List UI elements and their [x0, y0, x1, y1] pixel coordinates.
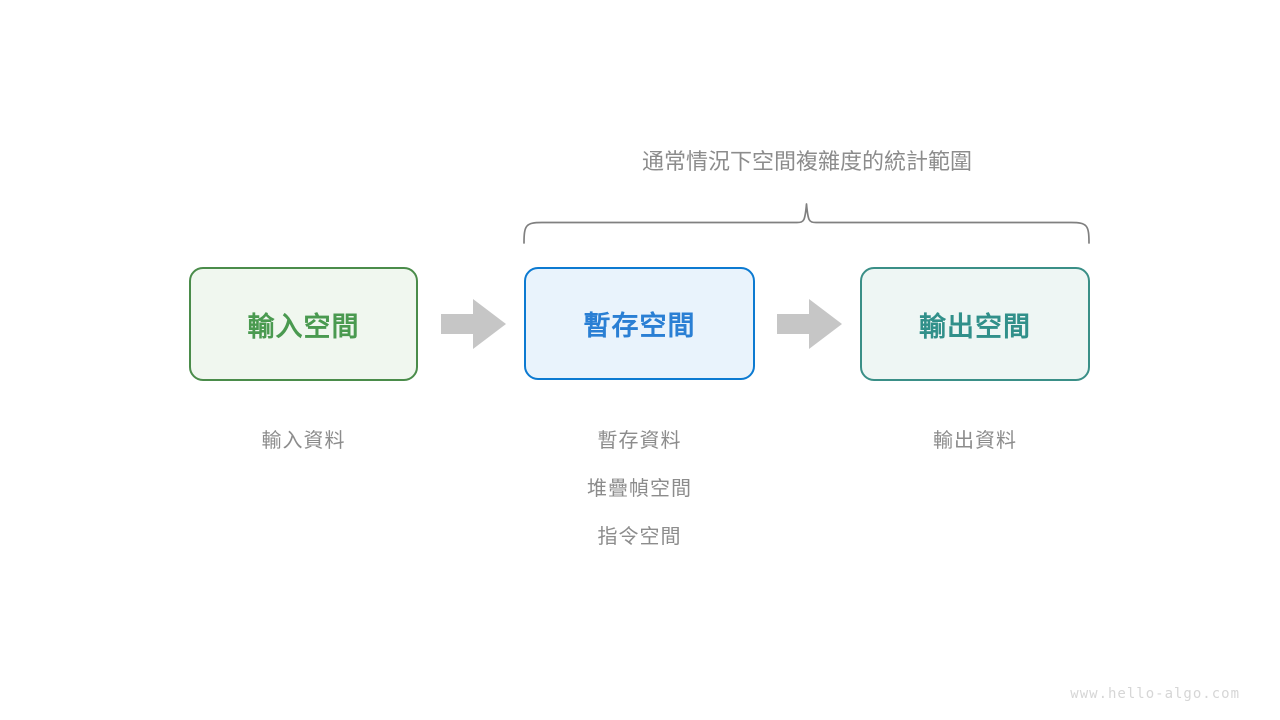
caption-prefix: 通常情況下	[641, 149, 752, 174]
stage-box-input[interactable]: 輸入空間	[189, 267, 418, 381]
arrow-input-to-temp-icon	[441, 298, 507, 350]
sublabel-item: 輸入資料	[261, 430, 346, 452]
stage-box-input-label: 輸入空間	[247, 311, 360, 342]
arrow-temp-to-output-icon	[777, 298, 843, 350]
scope-caption: 通常情況下空間複雜度的統計範圍	[524, 146, 1090, 178]
stage-box-output-label: 輸出空間	[919, 311, 1031, 342]
caption-suffix: 的統計範圍	[862, 149, 973, 174]
sublabel-item: 指令空間	[597, 526, 682, 548]
stage-sublabels-output: 輸出資料	[860, 417, 1090, 465]
scope-brace	[516, 196, 1100, 252]
stage-sublabels-input: 輸入資料	[189, 417, 418, 465]
watermark: www.hello-algo.com	[1070, 686, 1240, 702]
caption-emphasis: 空間複雜度	[751, 149, 862, 174]
sublabel-item: 堆疊幀空間	[587, 478, 692, 500]
stage-box-temp[interactable]: 暫存空間	[524, 267, 755, 380]
sublabel-item: 輸出資料	[933, 430, 1017, 452]
stage-box-output[interactable]: 輸出空間	[860, 267, 1090, 381]
brace-icon	[523, 203, 1090, 244]
sublabel-item: 暫存資料	[597, 430, 682, 452]
stage-box-temp-label: 暫存空間	[583, 311, 696, 341]
stage-sublabels-temp: 暫存資料 堆疊幀空間 指令空間	[524, 417, 755, 561]
